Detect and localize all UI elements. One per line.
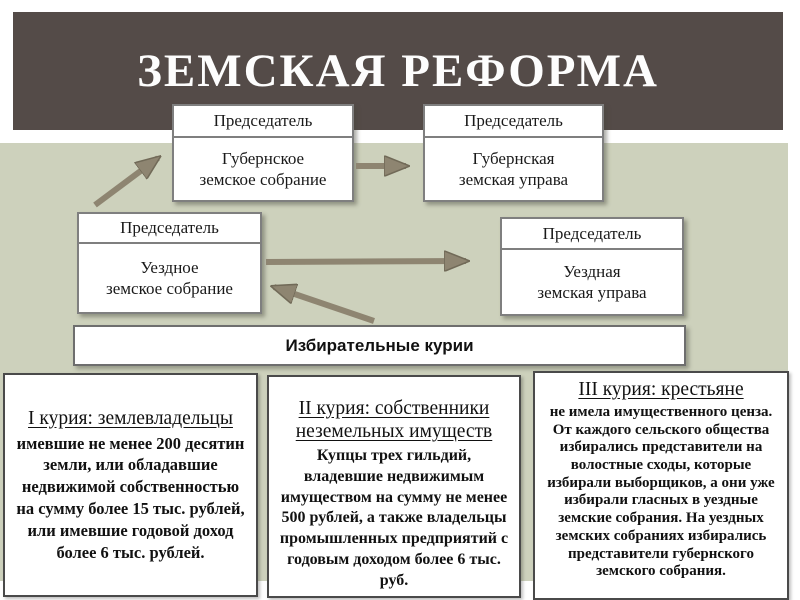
curia-card-3: III курия: крестьяне не имела имуществен… bbox=[533, 371, 789, 600]
chairman-label: Председатель bbox=[502, 219, 682, 250]
curia-1-description: имевшие не менее 200 десятин земли, или … bbox=[16, 433, 245, 562]
chairman-label: Председатель bbox=[79, 214, 260, 244]
electoral-curiae-bar: Избирательные курии bbox=[73, 325, 686, 366]
chairman-label: Председатель bbox=[174, 106, 352, 138]
node-provincial-assembly: Председатель Губернское земское собрание bbox=[172, 104, 354, 202]
curia-card-1: I курия: землевладельцы имевшие не менее… bbox=[3, 373, 258, 597]
curia-2-heading: II курия: собственники неземельных имуще… bbox=[295, 398, 493, 442]
node-provincial-board-label: Губернская земская управа bbox=[458, 148, 569, 189]
slide-header: ЗЕМСКАЯ РЕФОРМА bbox=[13, 12, 783, 130]
curia-2-description: Купцы трех гильдий, владевшие недвижимым… bbox=[279, 447, 509, 589]
node-district-board: Председатель Уездная земская управа bbox=[500, 217, 684, 316]
node-provincial-assembly-label: Губернское земское собрание bbox=[199, 148, 327, 189]
node-district-board-label: Уездная земская управа bbox=[537, 261, 647, 302]
curia-card-2: II курия: собственники неземельных имуще… bbox=[267, 375, 521, 598]
curia-1-heading: I курия: землевладельцы bbox=[28, 407, 233, 429]
curia-3-description: не имела имущественного ценза. От каждог… bbox=[547, 404, 775, 580]
chairman-label: Председатель bbox=[425, 106, 602, 138]
node-provincial-board: Председатель Губернская земская управа bbox=[423, 104, 604, 202]
node-district-assembly-label: Уездное земское собрание bbox=[106, 257, 233, 298]
slide-title: ЗЕМСКАЯ РЕФОРМА bbox=[137, 45, 659, 97]
node-district-assembly: Председатель Уездное земское собрание bbox=[77, 212, 262, 314]
curia-3-heading: III курия: крестьяне bbox=[578, 379, 744, 400]
